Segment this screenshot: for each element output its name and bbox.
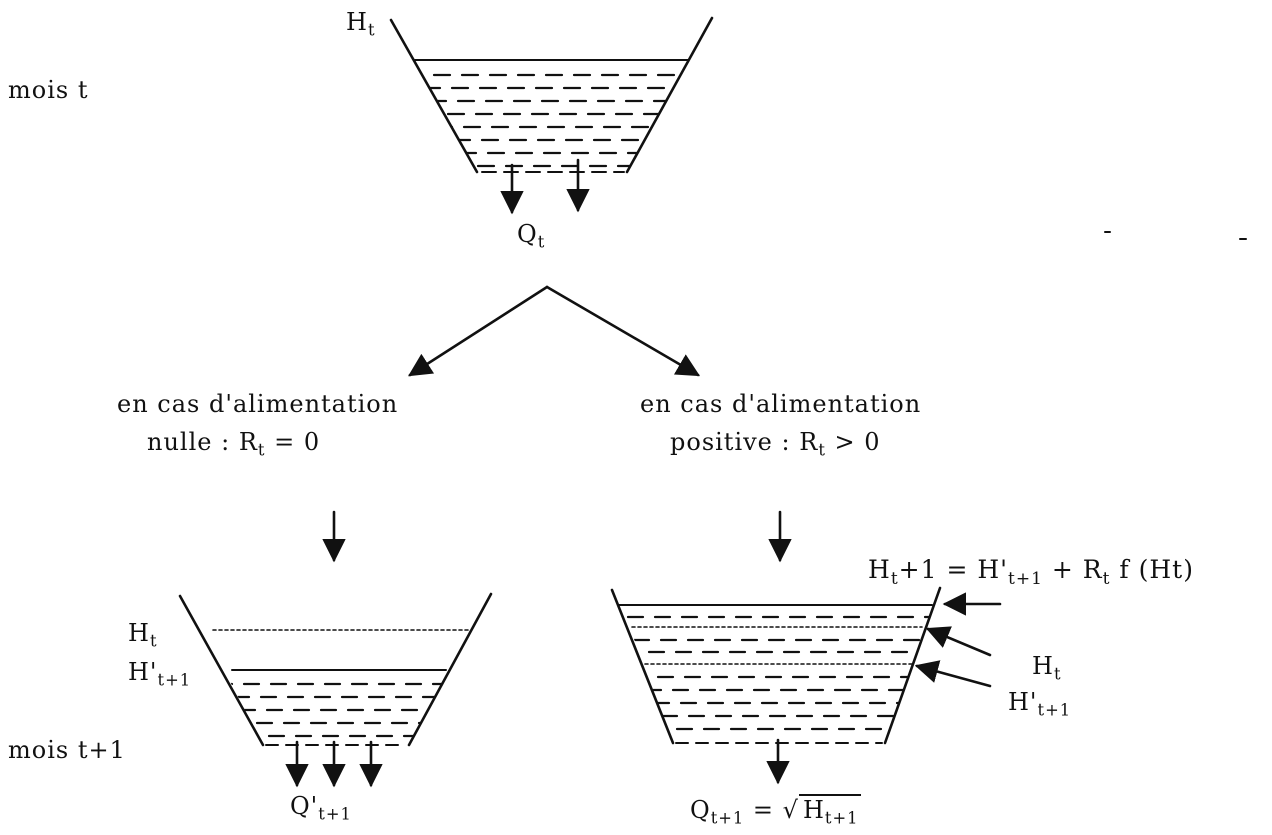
branch-split (410, 287, 698, 375)
left-discharge-label: Q't+1 (290, 794, 352, 818)
top-reservoir (391, 18, 712, 212)
right-discharge-formula: Qt+1 = √Ht+1 (690, 794, 861, 822)
left-case-line1: en cas d'alimentation (117, 392, 398, 416)
month-t1-label: mois t+1 (8, 738, 126, 762)
top-level-label: Ht (346, 10, 376, 34)
pointer-to-new-level (917, 666, 990, 686)
top-reservoir-right-wall (627, 18, 712, 172)
left-case-line2: nulle : Rt = 0 (147, 430, 320, 454)
right-new-level-label: H't+1 (1008, 690, 1071, 714)
right-reservoir-left-wall (612, 590, 673, 743)
left-reservoir-water-dashes (220, 684, 460, 736)
right-case-line2: positive : Rt > 0 (670, 430, 881, 454)
left-old-level-label: Ht (128, 621, 158, 645)
right-old-level-label: Ht (1032, 654, 1062, 678)
month-t-label: mois t (8, 78, 88, 102)
right-level-equation: Ht+1 = H't+1 + Rt f (Ht) (868, 557, 1194, 582)
left-reservoir (180, 594, 491, 785)
square-root-radicand: Ht+1 (799, 794, 861, 822)
top-reservoir-left-wall (391, 20, 477, 172)
branch-left-arrow (410, 287, 547, 375)
top-discharge-label: Qt (517, 222, 545, 246)
right-reservoir-right-wall (885, 588, 940, 743)
branch-right-arrow (547, 287, 698, 375)
pointer-to-old-level (928, 629, 990, 655)
right-reservoir (610, 588, 1000, 782)
left-new-level-label: H't+1 (128, 660, 191, 684)
right-case-line1: en cas d'alimentation (640, 392, 921, 416)
square-root-symbol: √ (783, 796, 799, 824)
